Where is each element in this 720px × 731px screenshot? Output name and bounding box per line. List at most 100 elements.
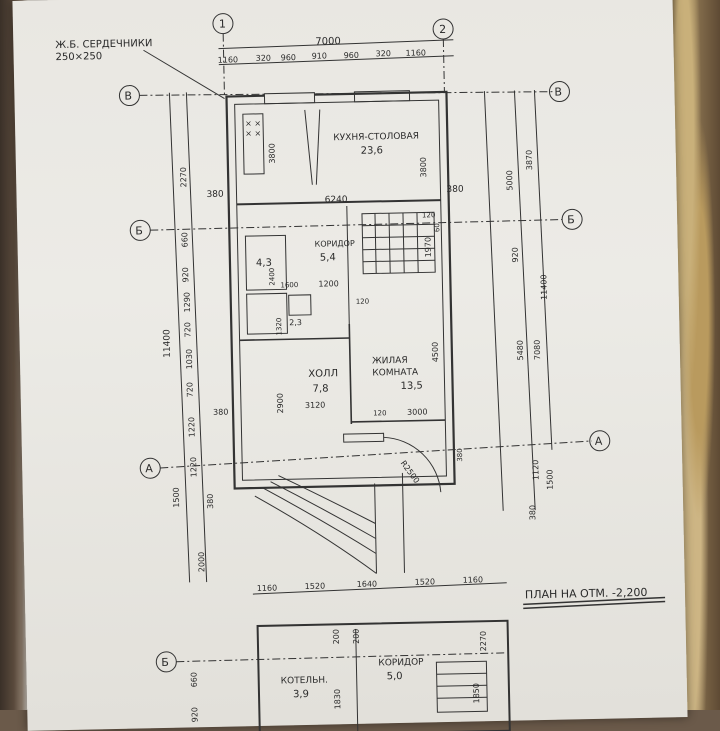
- svg-text:60: 60: [433, 223, 441, 232]
- svg-text:380: 380: [206, 190, 224, 200]
- svg-text:1160: 1160: [406, 48, 427, 57]
- living-name2: КОМНАТА: [372, 368, 419, 379]
- svg-text:1: 1: [219, 18, 226, 31]
- svg-text:200: 200: [352, 629, 361, 644]
- svg-text:1160: 1160: [463, 575, 484, 584]
- svg-text:380: 380: [456, 448, 464, 462]
- svg-text:7080: 7080: [533, 340, 542, 361]
- room-hall: ХОЛЛ 7,8 3120 2900 380: [213, 323, 353, 425]
- svg-text:3000: 3000: [407, 407, 428, 416]
- svg-text:660: 660: [190, 672, 199, 687]
- svg-text:1290: 1290: [183, 292, 192, 313]
- svg-text:1520: 1520: [415, 577, 436, 586]
- svg-text:380: 380: [213, 408, 228, 417]
- axis-v-left: В: [118, 85, 555, 107]
- boiler-name: КОТЕЛЬН.: [281, 676, 328, 687]
- svg-text:720: 720: [185, 382, 194, 397]
- left-dimensions: 11400 2270 660 920 1290 720 1030 720 122…: [162, 92, 215, 583]
- entry-porch: [254, 472, 405, 574]
- svg-text:2900: 2900: [276, 393, 285, 414]
- svg-text:120: 120: [373, 409, 387, 417]
- axis-a-left: А: [139, 440, 592, 479]
- svg-text:120: 120: [422, 211, 436, 219]
- room-kitchen: × × × × КУХНЯ-СТОЛОВАЯ 23,6 6240 380 380…: [206, 109, 464, 205]
- svg-text:1830: 1830: [333, 689, 342, 710]
- svg-text:2270: 2270: [179, 167, 188, 188]
- note-cores-size: 250×250: [56, 51, 103, 63]
- svg-text:2400: 2400: [268, 268, 276, 286]
- svg-text:ПЛАН НА ОТМ. -2,200: ПЛАН НА ОТМ. -2,200: [525, 586, 648, 602]
- svg-text:3870: 3870: [525, 150, 534, 171]
- svg-text:5000: 5000: [505, 170, 514, 191]
- svg-text:1970: 1970: [423, 237, 432, 258]
- svg-text:Б: Б: [161, 656, 169, 669]
- note-cores: Ж.Б. СЕРДЕЧНИКИ: [55, 38, 152, 51]
- svg-text:3800: 3800: [267, 143, 276, 164]
- svg-text:В: В: [124, 90, 132, 103]
- svg-text:А: А: [595, 435, 603, 448]
- svg-text:А: А: [145, 462, 153, 475]
- svg-text:1160: 1160: [257, 584, 278, 593]
- svg-text:5480: 5480: [516, 340, 525, 361]
- svg-text:960: 960: [281, 53, 296, 62]
- svg-text:320: 320: [256, 54, 271, 63]
- svg-text:1030: 1030: [185, 349, 194, 370]
- bottom-dimensions: 1160 1520 1640 1520 1160: [252, 575, 507, 595]
- cellar-corridor-area: 5,0: [387, 671, 403, 682]
- svg-text:1200: 1200: [318, 279, 339, 288]
- svg-text:910: 910: [312, 51, 327, 60]
- svg-text:1160: 1160: [218, 55, 239, 64]
- axis-a-right: А: [589, 430, 611, 452]
- svg-text:380: 380: [206, 494, 215, 509]
- svg-text:В: В: [554, 86, 562, 99]
- plan-title: ПЛАН НА ОТМ. -2,200: [523, 586, 666, 610]
- svg-text:3120: 3120: [305, 401, 326, 410]
- lower-plan: Б КОТЕЛЬН. 3,9 КОРИДОР 5,0 200 200 1830 …: [155, 619, 511, 731]
- svg-text:Б: Б: [135, 224, 143, 237]
- svg-text:11400: 11400: [539, 274, 549, 300]
- svg-text:1600: 1600: [280, 281, 298, 289]
- svg-text:Б: Б: [567, 213, 575, 226]
- room-wc: 4,3 2400 1600 2,3 1320: [244, 234, 312, 336]
- floor-plan: Ж.Б. СЕРДЕЧНИКИ 250×250 1 2 В В: [55, 13, 666, 731]
- svg-text:380: 380: [446, 185, 464, 195]
- hall-name: ХОЛЛ: [308, 368, 338, 380]
- svg-text:7000: 7000: [315, 36, 341, 48]
- wc-area: 4,3: [256, 258, 272, 269]
- svg-text:380: 380: [528, 505, 537, 520]
- drawing-sheet: Ж.Б. СЕРДЕЧНИКИ 250×250 1 2 В В: [12, 0, 688, 731]
- living-name: ЖИЛАЯ: [372, 356, 408, 367]
- svg-text:1500: 1500: [172, 487, 181, 508]
- axis-v-right: В: [548, 81, 570, 103]
- outer-walls: [225, 90, 456, 490]
- svg-text:920: 920: [190, 707, 199, 722]
- axis-b-right: Б: [561, 208, 583, 230]
- boiler-area: 3,9: [293, 689, 309, 700]
- axis-1: 1: [212, 13, 234, 97]
- svg-text:960: 960: [344, 51, 359, 60]
- svg-text:3800: 3800: [419, 157, 428, 178]
- svg-text:1220: 1220: [189, 457, 198, 478]
- hall-area: 7,8: [313, 383, 329, 394]
- svg-text:1520: 1520: [305, 582, 326, 591]
- svg-text:200: 200: [332, 629, 341, 644]
- svg-text:11400: 11400: [162, 329, 173, 358]
- svg-text:920: 920: [181, 267, 190, 282]
- svg-text:320: 320: [376, 49, 391, 58]
- svg-text:6240: 6240: [325, 195, 348, 205]
- axis-b-left: Б: [129, 219, 563, 241]
- kitchen-name: КУХНЯ-СТОЛОВАЯ: [333, 132, 419, 144]
- storage-area: 2,3: [289, 318, 302, 327]
- windows-top: [263, 90, 411, 105]
- kitchen-area: 23,6: [361, 145, 383, 156]
- svg-text:1640: 1640: [357, 579, 378, 588]
- svg-text:1120: 1120: [531, 460, 540, 481]
- svg-text:920: 920: [511, 247, 520, 262]
- svg-text:720: 720: [183, 322, 192, 337]
- corridor-area: 5,4: [320, 252, 336, 263]
- room-corridor: КОРИДОР 5,4 1200 1970 60 120 120: [314, 206, 441, 325]
- svg-text:× ×: × ×: [245, 119, 261, 128]
- leader-line: [143, 49, 225, 100]
- svg-text:120: 120: [356, 298, 370, 306]
